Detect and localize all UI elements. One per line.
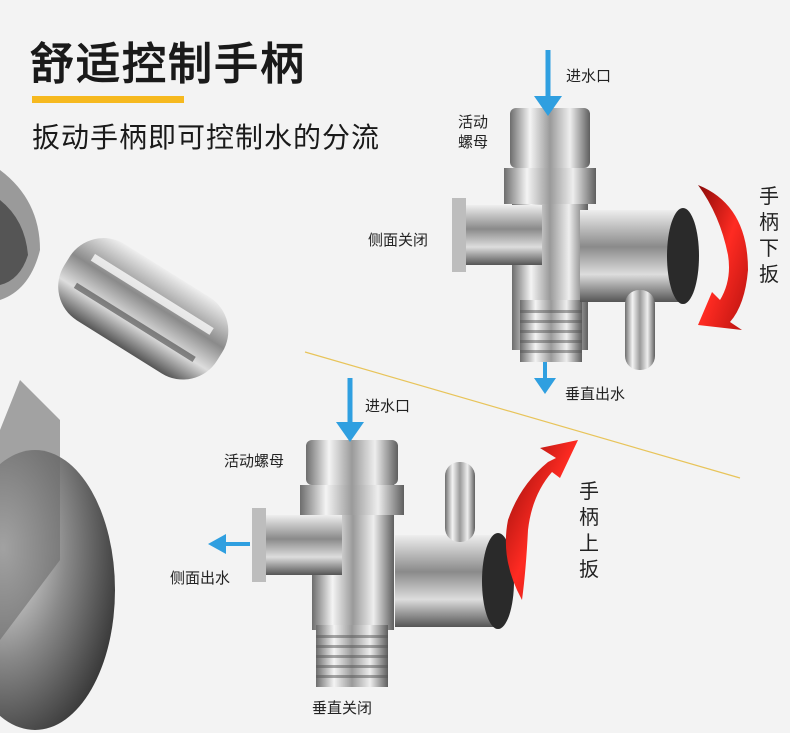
title-underline — [32, 96, 184, 103]
bottom-side-label: 侧面出水 — [170, 569, 231, 587]
top-inlet-label: 进水口 — [566, 67, 612, 85]
top-nut-label: 活动 螺母 — [458, 113, 489, 151]
top-outlet-label: 垂直出水 — [565, 385, 626, 403]
flow-arrows — [208, 50, 562, 554]
page-title: 舒适控制手柄 — [30, 39, 306, 90]
bottom-inlet-label: 进水口 — [365, 397, 411, 415]
top-side-label: 侧面关闭 — [368, 231, 429, 249]
closeup-valve-image — [0, 170, 229, 730]
bottom-outlet-label: 垂直关闭 — [312, 699, 373, 717]
bottom-handle-action: 手柄上扳 — [579, 479, 599, 581]
rotation-arrows — [505, 185, 748, 600]
page-subtitle: 扳动手柄即可控制水的分流 — [32, 121, 381, 154]
bottom-valve — [252, 440, 514, 687]
top-valve — [452, 108, 699, 370]
top-handle-action: 手柄下扳 — [759, 184, 779, 286]
bottom-nut-label: 活动螺母 — [224, 452, 285, 470]
